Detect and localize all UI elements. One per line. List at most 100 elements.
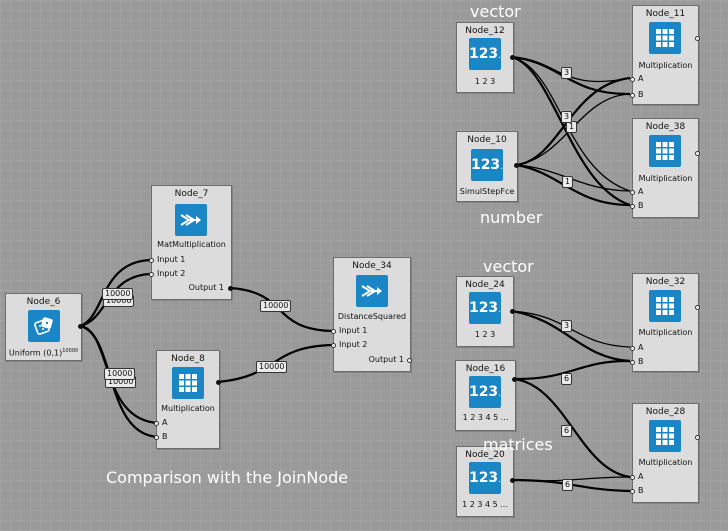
- number-icon-glyph: 123.: [469, 384, 501, 400]
- node-24[interactable]: Node_24 123. 1 2 3: [456, 276, 515, 347]
- node-title: Node_12: [465, 26, 505, 36]
- node-12[interactable]: Node_12 123. 1 2 3: [456, 22, 515, 93]
- output-port[interactable]: [510, 55, 515, 60]
- node-38[interactable]: Node_38 Multiplication A B: [630, 118, 700, 218]
- output-port[interactable]: [514, 163, 519, 168]
- number-icon-dot: .: [500, 162, 504, 172]
- node-28[interactable]: Node_28 Multiplication A B: [630, 403, 700, 503]
- output-label-1: Output 1: [368, 355, 404, 364]
- node-title: Node_11: [645, 9, 686, 19]
- input-label-a: A: [638, 74, 644, 83]
- output-port[interactable]: [695, 305, 700, 310]
- input-label-b: B: [638, 357, 644, 366]
- input-port-1[interactable]: [149, 258, 154, 263]
- output-port[interactable]: [695, 435, 700, 440]
- node-caption-sup: 10000: [62, 348, 79, 354]
- dice-icon: [28, 310, 60, 342]
- input-port-a[interactable]: [630, 475, 635, 480]
- input-label-b: B: [638, 201, 644, 210]
- arrow-merge-icon: [356, 275, 388, 307]
- heading-matrices: matrices: [483, 435, 553, 454]
- number-icon-big: 123: [470, 157, 501, 173]
- node-caption: 1 2 3: [474, 77, 496, 86]
- grid-icon: [649, 420, 681, 452]
- node-10[interactable]: Node_10 123. SimulStepFce: [456, 131, 519, 202]
- output-port[interactable]: [510, 309, 515, 314]
- node-caption: MatMultiplication: [157, 240, 226, 249]
- number-icon: 123.: [469, 462, 501, 494]
- output-port[interactable]: [512, 377, 517, 382]
- number-icon-dot: .: [498, 475, 502, 485]
- grid-icon: [172, 367, 204, 399]
- output-port[interactable]: [695, 151, 700, 156]
- number-icon: 123.: [469, 292, 501, 324]
- node-caption: 1 2 3 4 5 ...: [462, 500, 508, 509]
- number-icon-big: 123: [468, 470, 499, 486]
- node-caption-text: Uniform (0,1): [8, 348, 63, 358]
- wire-badge: 3: [561, 111, 573, 123]
- output-port[interactable]: [695, 36, 700, 41]
- wire-badge: 3: [561, 67, 573, 79]
- wire-badge: 1: [562, 176, 574, 188]
- node-16[interactable]: Node_16 123. 1 2 3 4 5 ...: [455, 360, 517, 431]
- wire-n12-n38-b: [511, 55, 631, 207]
- input-port-2[interactable]: [149, 272, 154, 277]
- node-title: Node_7: [174, 189, 209, 199]
- input-port-a[interactable]: [154, 421, 159, 426]
- output-port[interactable]: [510, 478, 515, 483]
- node-title: Node_28: [645, 407, 686, 417]
- input-port-a[interactable]: [630, 77, 635, 82]
- node-caption: 1 2 3 4 5 ...: [462, 413, 509, 422]
- output-port[interactable]: [216, 380, 221, 385]
- input-label-1: Input 1: [339, 326, 368, 335]
- grid-icon: [649, 290, 681, 322]
- input-label-a: A: [638, 472, 644, 481]
- node-8[interactable]: Node_8 Multiplication A B: [154, 350, 221, 449]
- input-port-b[interactable]: [630, 360, 635, 365]
- number-icon-glyph: 123.: [469, 470, 501, 486]
- input-label-a: A: [638, 187, 644, 196]
- node-caption: Multiplication: [638, 174, 693, 183]
- node-32[interactable]: Node_32 Multiplication A B: [630, 273, 700, 372]
- wire-badge: 10000: [104, 368, 136, 380]
- node-7[interactable]: Node_7 MatMultiplication Input 1 Input 2…: [149, 185, 233, 300]
- number-icon: 123.: [471, 149, 503, 181]
- node-title: Node_32: [645, 277, 686, 287]
- number-icon-big: 123: [468, 46, 499, 62]
- node-6[interactable]: Node_6 Uniform (0,1)10000: [5, 293, 83, 361]
- node-title: Node_24: [465, 280, 505, 290]
- wire-n24-n32-b: [511, 309, 631, 363]
- wire-n20-n28-b: [511, 476, 631, 482]
- wire-n16-n32: [513, 359, 631, 381]
- node-caption: Multiplication: [161, 404, 215, 413]
- output-port-1[interactable]: [228, 286, 233, 291]
- node-caption: SimulStepFce: [459, 187, 515, 196]
- input-port-2[interactable]: [331, 343, 336, 348]
- node-title: Node_8: [171, 354, 205, 364]
- output-port-1[interactable]: [407, 358, 412, 363]
- node-title: Node_34: [352, 261, 392, 271]
- wire-badge: 10000: [260, 300, 292, 312]
- input-port-b[interactable]: [154, 435, 159, 440]
- number-icon-big: 123: [468, 300, 499, 316]
- node-34[interactable]: Node_34 DistanceSquared Input 1 Input 2 …: [331, 257, 412, 372]
- grid-icon: [649, 135, 681, 167]
- input-port-b[interactable]: [630, 204, 635, 209]
- number-icon-glyph: 123.: [469, 46, 501, 62]
- heading-vector-mid: vector: [483, 257, 534, 276]
- arrow-merge-icon: [175, 204, 207, 236]
- wire-n24-n32-a: [511, 310, 631, 348]
- node-11[interactable]: Node_11 Multiplication A B: [630, 5, 700, 105]
- node-20[interactable]: Node_20 123. 1 2 3 4 5 ...: [456, 446, 515, 517]
- node-caption: DistanceSquared: [337, 312, 407, 321]
- output-port[interactable]: [78, 324, 83, 329]
- input-label-a: A: [638, 343, 644, 352]
- input-port-a[interactable]: [630, 346, 635, 351]
- input-port-1[interactable]: [331, 329, 336, 334]
- node-title: Node_10: [467, 135, 507, 145]
- number-icon-dot: .: [498, 305, 502, 315]
- input-port-a[interactable]: [630, 190, 635, 195]
- input-port-b[interactable]: [630, 489, 635, 494]
- input-port-b[interactable]: [630, 93, 635, 98]
- node-caption: Multiplication: [638, 61, 693, 70]
